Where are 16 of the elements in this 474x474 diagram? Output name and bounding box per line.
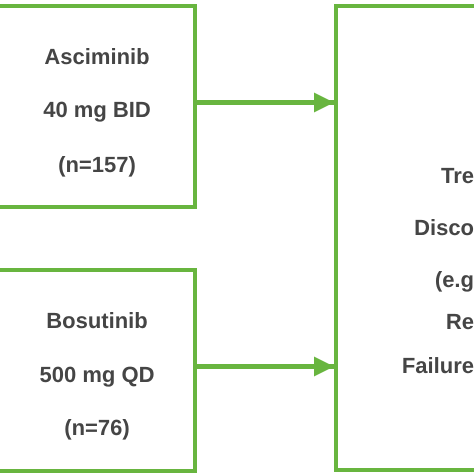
node-label: Failure (402, 353, 474, 379)
arrow (197, 92, 334, 112)
process-box (334, 4, 474, 472)
node-label: Tre (440, 163, 474, 189)
process-box (0, 4, 197, 209)
node-label: Asciminib (44, 44, 150, 70)
process-box (0, 268, 197, 473)
node-label: (e.g (434, 267, 474, 293)
node-label: (n=76) (64, 415, 130, 441)
node-label: 40 mg BID (43, 97, 151, 123)
node-label: Bosutinib (46, 308, 148, 334)
node-label: Disco (414, 215, 474, 241)
arrow (197, 356, 334, 376)
node-label: (n=157) (58, 152, 136, 178)
node-label: Re (446, 309, 474, 335)
node-label: 500 mg QD (40, 362, 154, 388)
